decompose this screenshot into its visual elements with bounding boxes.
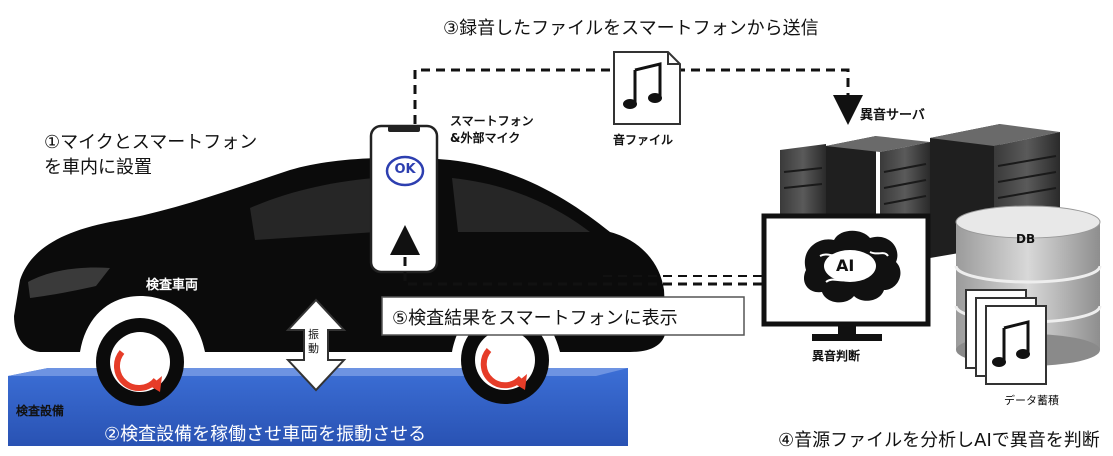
phone-label-line1: スマートフォン (450, 114, 534, 128)
ok-badge: OK (394, 162, 416, 177)
brain-icon (803, 230, 901, 303)
phone-label-line2: &外部マイク (450, 131, 521, 145)
server-label: 異音サーバ (860, 108, 925, 123)
rotation-arrow-icon (480, 348, 524, 389)
data-files-icon (965, 289, 1047, 385)
sound-file-label: 音ファイル (613, 133, 674, 147)
vibration-label: 振 動 (308, 328, 319, 356)
smartphone-icon (369, 124, 439, 274)
step1-text-line2: を車内に設置 (44, 157, 152, 178)
step3-text: ③録音したファイルをスマートフォンから送信 (443, 18, 819, 39)
step1-text-line1: ①マイクとスマートフォン (44, 132, 258, 153)
ai-label: AI (836, 256, 855, 275)
vibration-label-char1: 振 (308, 328, 319, 341)
vibration-arrow-icon (285, 298, 347, 392)
judgement-label: 異音判断 (812, 349, 861, 363)
data-storage-label: データ蓄積 (1004, 394, 1059, 407)
rotation-arrow-icon (113, 350, 159, 392)
step5-text: ⑤検査結果をスマートフォンに表示 (392, 308, 678, 329)
step5-box (381, 296, 745, 336)
monitor-icon (761, 213, 931, 341)
vibration-label-char2: 動 (308, 342, 319, 355)
step4-text: ④音源ファイルを分析しAIで異音を判断 (778, 430, 1100, 451)
vehicle-label: 検査車両 (146, 278, 199, 293)
db-label: DB (1016, 232, 1036, 246)
equipment-label: 検査設備 (16, 404, 65, 418)
step2-text: ②検査設備を稼働させ車両を振動させる (104, 424, 427, 445)
music-file-icon (613, 51, 681, 125)
